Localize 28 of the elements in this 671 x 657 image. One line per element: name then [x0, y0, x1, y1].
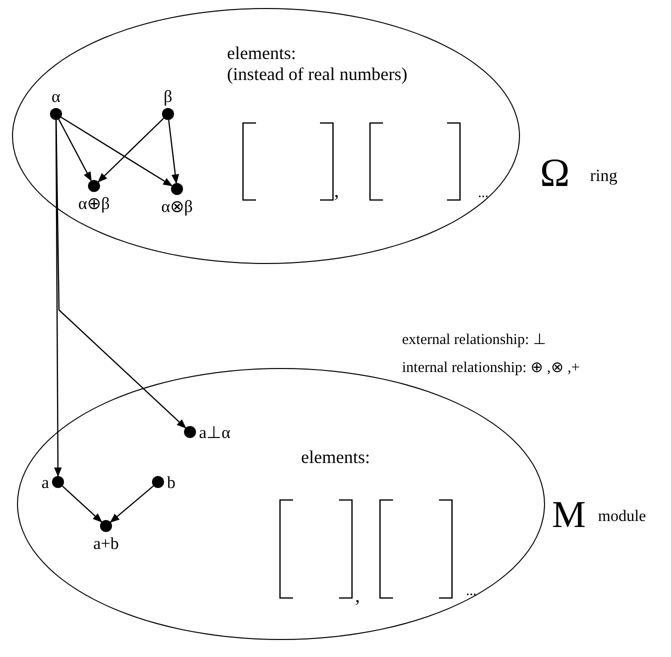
text: elements: (instead of real numbers)	[227, 43, 408, 84]
math-symbol: α	[52, 88, 60, 105]
math-symbol: a+b	[93, 535, 119, 552]
label-text: internal relationship: ⊕ ,⊗ ,+	[402, 360, 580, 378]
math-symbol: α⊗β	[161, 198, 193, 215]
math-symbol: a	[41, 474, 49, 490]
math-symbol: a⊥α	[199, 424, 230, 440]
arrow	[56, 120, 186, 429]
label-text: ,	[355, 585, 360, 608]
arrow	[60, 116, 173, 186]
arrow	[58, 119, 92, 182]
text: ring	[590, 166, 618, 186]
math-symbol: Ω	[540, 150, 570, 196]
label-text: external relationship: ⊥	[402, 332, 546, 350]
arrow	[168, 120, 180, 184]
arrow	[98, 118, 164, 182]
math-symbol: b	[167, 474, 176, 490]
math-symbol: α⊕β	[78, 195, 110, 212]
math-symbol: β	[164, 88, 172, 105]
math-symbol: M	[552, 494, 586, 538]
text: elements:	[301, 447, 370, 468]
arrow	[62, 486, 102, 523]
ellipse	[12, 8, 520, 264]
label-text: ,	[334, 180, 339, 203]
arrow	[110, 485, 154, 523]
text: module	[598, 508, 646, 526]
label-text: ...	[478, 186, 488, 202]
label-text: ...	[466, 584, 476, 600]
